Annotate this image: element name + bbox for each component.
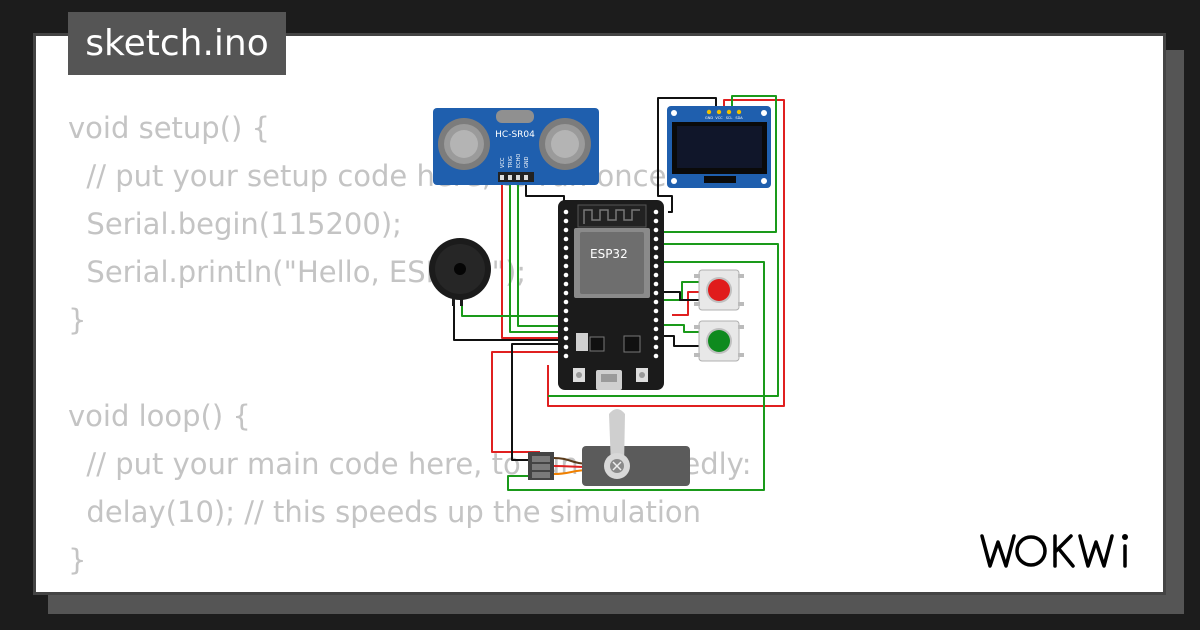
oled-pin-label: SCL — [726, 116, 733, 120]
sensor-pin-label: VCC — [500, 157, 506, 168]
esp32-board[interactable]: ESP32 — [558, 200, 664, 390]
wire-red — [491, 351, 568, 453]
wire-black — [657, 97, 717, 213]
wire-green — [517, 182, 568, 327]
sensor-pin-label: GND — [524, 156, 530, 168]
oled-pin-label: VCC — [715, 116, 723, 120]
code-line: void setup() { — [68, 111, 270, 145]
wire-green — [507, 261, 765, 491]
wire-black — [664, 291, 700, 301]
wire-green — [664, 95, 777, 233]
esp32-label: ESP32 — [590, 247, 628, 261]
sensor-pin-label: ECHO — [516, 154, 522, 168]
wire-green — [664, 324, 700, 333]
wire-green — [664, 281, 700, 301]
oled-pin-label: SDA — [735, 116, 743, 120]
wire-green — [509, 182, 568, 333]
wire-green — [461, 305, 568, 317]
file-tab[interactable]: sketch.ino — [68, 12, 286, 75]
servo-motor[interactable] — [528, 409, 690, 486]
oled-pin-label: GND — [705, 116, 713, 120]
sensor-label: HC-SR04 — [495, 130, 535, 140]
file-tab-label: sketch.ino — [85, 23, 269, 64]
buzzer[interactable] — [429, 238, 491, 306]
code-line: } — [68, 543, 87, 577]
wire-red — [501, 182, 568, 339]
sensor-pin-label: TRIG — [508, 156, 514, 169]
oled-display[interactable]: GND VCC SCL SDA — [667, 106, 771, 188]
wire-green — [548, 243, 779, 397]
wokwi-logo — [980, 534, 1128, 568]
ultrasonic-sensor[interactable]: HC-SR04 VCC TRIG ECHO GND — [433, 108, 599, 185]
code-line: delay(10); // this speeds up the simulat… — [68, 495, 702, 529]
code-line: Serial.println("Hello, ESP32!"); — [68, 255, 527, 289]
pushbutton-green[interactable] — [694, 320, 744, 362]
code-line: } — [68, 303, 87, 337]
wire-black — [664, 335, 700, 347]
code-line: Serial.begin(115200); — [68, 207, 402, 241]
wire-red — [547, 99, 785, 407]
wire-red — [672, 291, 700, 316]
pushbutton-red[interactable] — [694, 269, 744, 311]
wire-black — [511, 343, 568, 461]
code-line: void loop() { — [68, 399, 251, 433]
wire-black — [525, 182, 565, 208]
wire-black — [453, 305, 568, 341]
